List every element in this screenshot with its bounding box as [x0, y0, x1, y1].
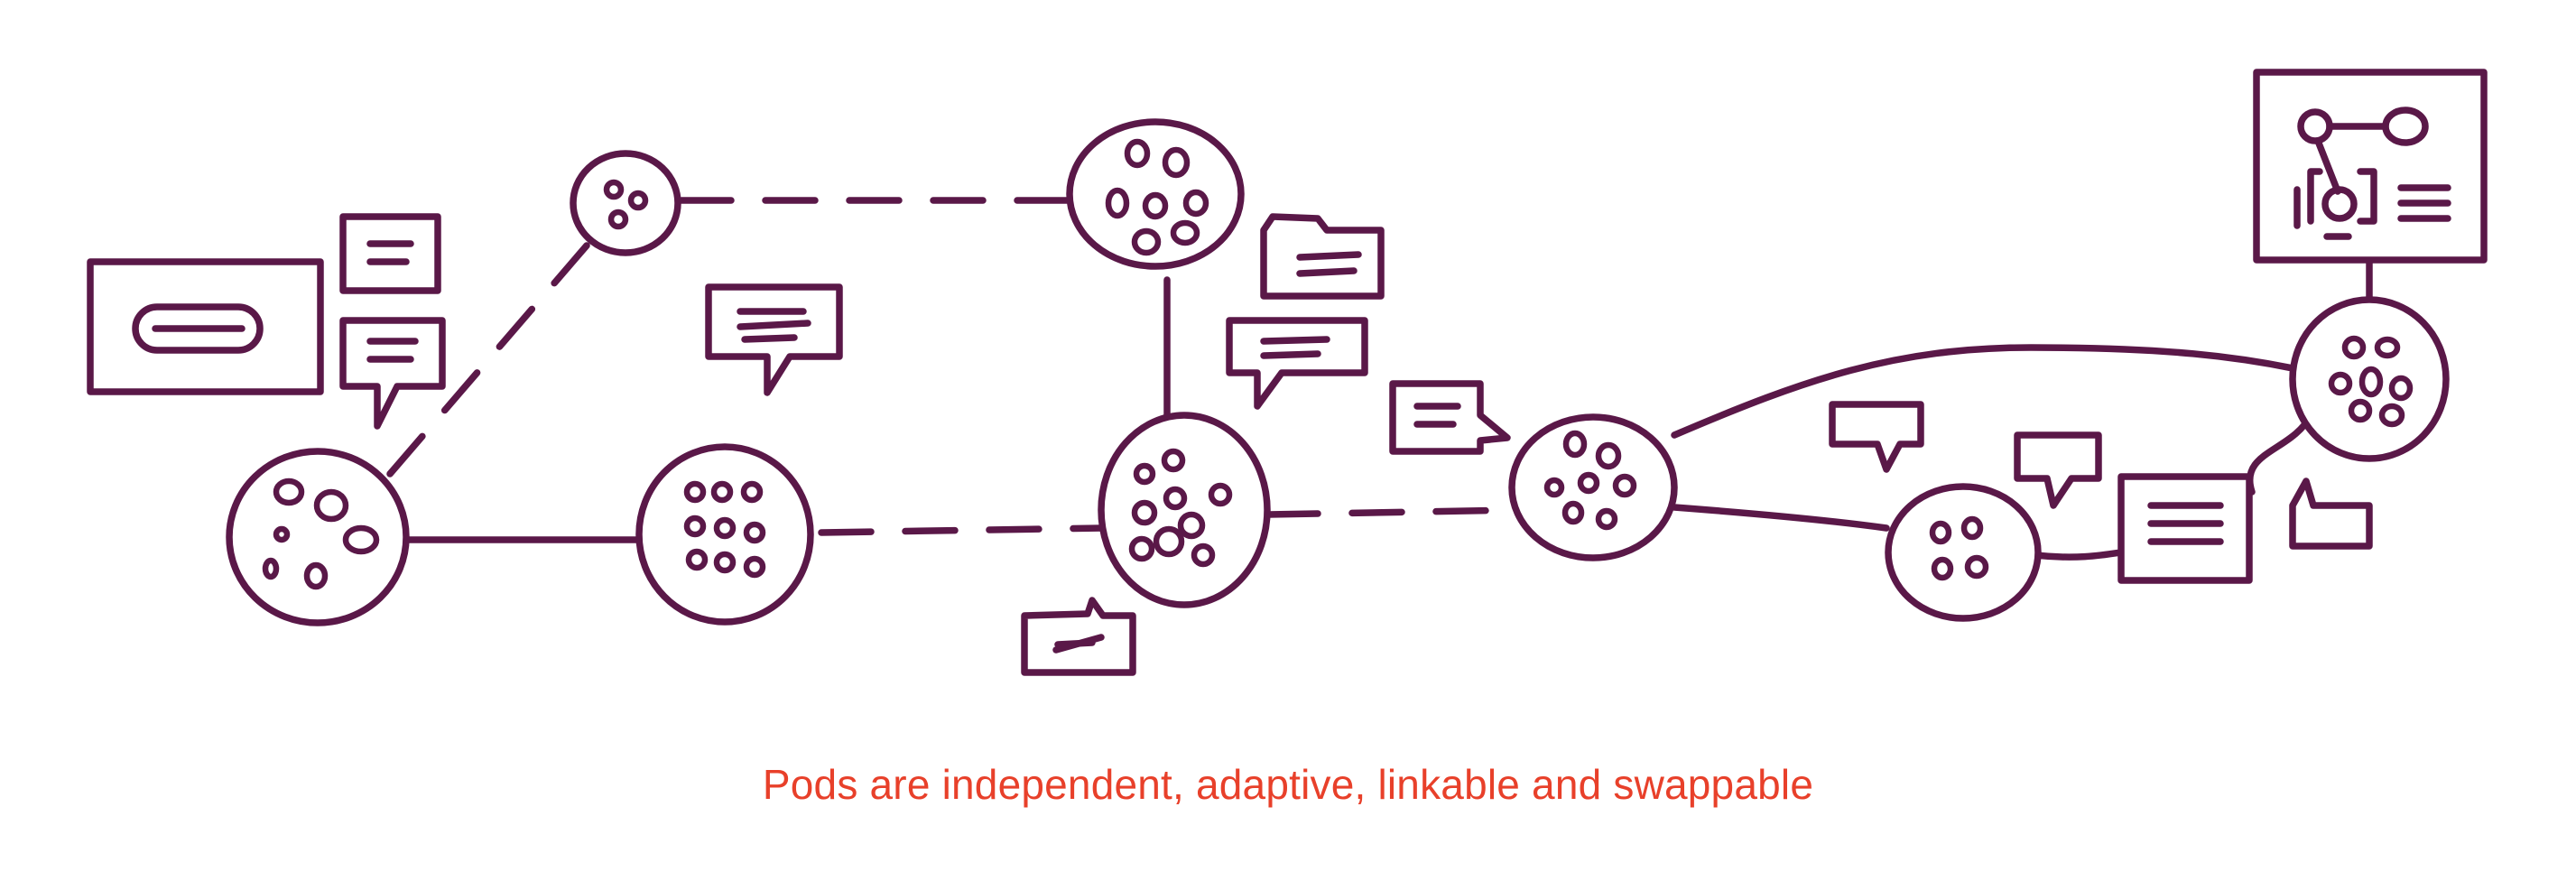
- pod-icon: [2289, 296, 2450, 462]
- connection-lines: [386, 197, 2373, 561]
- dashboard-card-icon: [2253, 69, 2488, 264]
- pod-icon: [1508, 413, 1678, 561]
- link-solid-3: [1671, 504, 1890, 532]
- speech-bubble-icon: [2289, 478, 2373, 550]
- speech-bubble-icon: [1021, 597, 1136, 676]
- pod-icon: [570, 150, 681, 256]
- diagram-caption: Pods are independent, adaptive, linkable…: [762, 761, 1814, 808]
- link-dashed-3: [818, 524, 1107, 536]
- pod-icon: [1885, 483, 2042, 622]
- link-curve-1: [1671, 344, 2305, 439]
- speech-bubble-icon: [1389, 380, 1511, 455]
- pod-icon: [1098, 412, 1271, 608]
- pod-icon: [226, 448, 410, 626]
- link-solid-5: [2247, 412, 2314, 496]
- document-card-icon: [2117, 473, 2253, 584]
- pod-icon: [635, 443, 814, 626]
- pod-icon: [1066, 118, 1245, 270]
- speech-bubble-icon: [1829, 401, 1924, 473]
- speech-bubble-icon: [339, 317, 446, 430]
- link-solid-4: [2032, 549, 2125, 561]
- speech-bubble-icon: [2014, 431, 2102, 509]
- link-dashed-4: [1265, 506, 1522, 518]
- speech-bubble-icon: [705, 283, 843, 396]
- speech-bubble-icon: [1226, 317, 1368, 410]
- window-card-icon: [87, 258, 324, 395]
- link-dashed-1: [386, 242, 590, 478]
- speech-bubble-icon: [339, 213, 441, 294]
- speech-bubble-icon: [1260, 213, 1385, 300]
